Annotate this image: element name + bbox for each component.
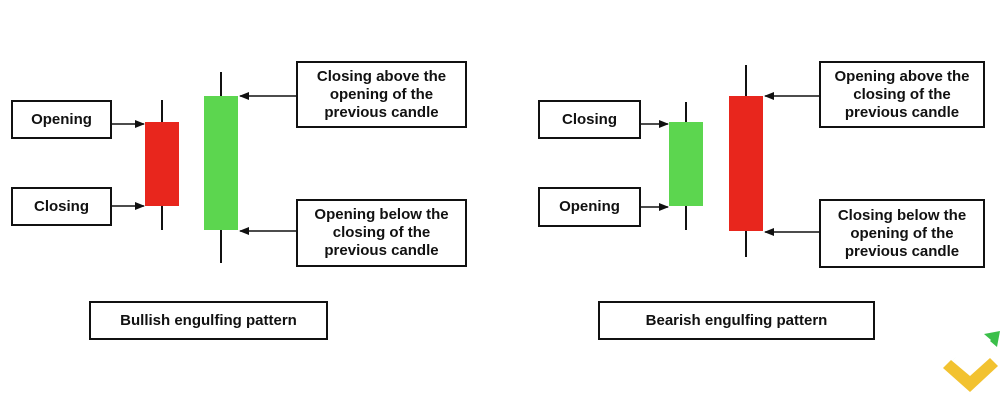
bullish-note-top: Closing above the opening of the previou…	[296, 61, 467, 128]
bullish-opening-label: Opening	[11, 100, 112, 139]
bearish-note-bottom: Closing below the opening of the previou…	[819, 199, 985, 268]
bullish-note-bottom: Opening below the closing of the previou…	[296, 199, 467, 267]
bullish-pattern-title: Bullish engulfing pattern	[89, 301, 328, 340]
bullish-closing-label: Closing	[11, 187, 112, 226]
bearish-previous-body	[669, 122, 703, 206]
bullish-engulfing-candle	[204, 72, 238, 263]
bullish-previous-body	[145, 122, 179, 206]
bearish-previous-candle	[669, 102, 703, 230]
bearish-engulfing-candle	[729, 65, 763, 257]
litefinance-logo-icon	[943, 331, 1000, 392]
bearish-engulfing-body	[729, 96, 763, 231]
bearish-pattern-title: Bearish engulfing pattern	[598, 301, 875, 340]
bullish-engulfing-body	[204, 96, 238, 230]
bearish-note-top: Opening above the closing of the previou…	[819, 61, 985, 128]
bullish-previous-candle	[145, 100, 179, 230]
bearish-opening-label: Opening	[538, 187, 641, 227]
bearish-closing-label: Closing	[538, 100, 641, 139]
